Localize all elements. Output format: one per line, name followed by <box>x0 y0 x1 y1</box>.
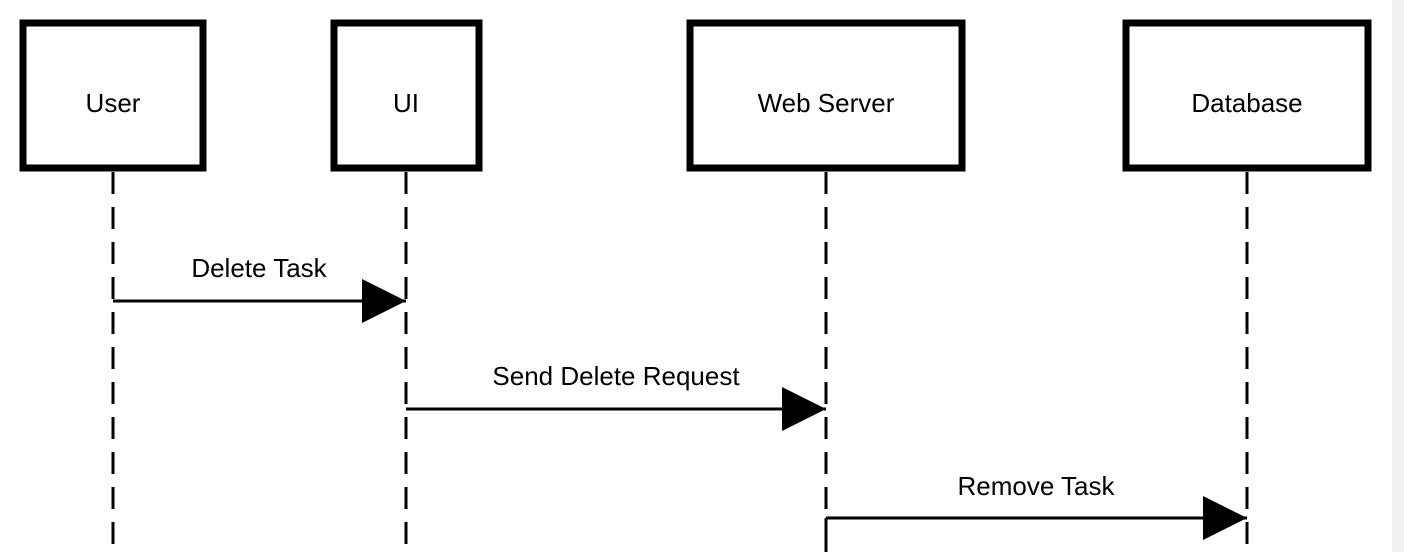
message-label: Remove Task <box>957 471 1115 501</box>
participant-web-server: Web Server <box>686 19 966 552</box>
participant-box <box>19 19 207 172</box>
message-delete-task: Delete Task <box>113 253 406 323</box>
message-label: Send Delete Request <box>492 361 740 391</box>
participant-box <box>686 19 966 172</box>
participant-box <box>330 19 483 172</box>
message-label: Delete Task <box>191 253 327 283</box>
participant-label: User <box>86 88 141 118</box>
participant-user: User <box>19 19 207 552</box>
participant-database: Database <box>1122 19 1372 552</box>
participant-ui: UI <box>330 19 483 552</box>
message-remove-task: Remove Task <box>824 471 1247 552</box>
message-send-delete-request: Send Delete Request <box>406 361 826 431</box>
participant-label: Database <box>1191 88 1302 118</box>
participant-box <box>1122 19 1372 172</box>
participant-label: Web Server <box>758 88 895 118</box>
participant-label: UI <box>393 88 419 118</box>
vertical-scrollbar[interactable] <box>1392 0 1404 552</box>
